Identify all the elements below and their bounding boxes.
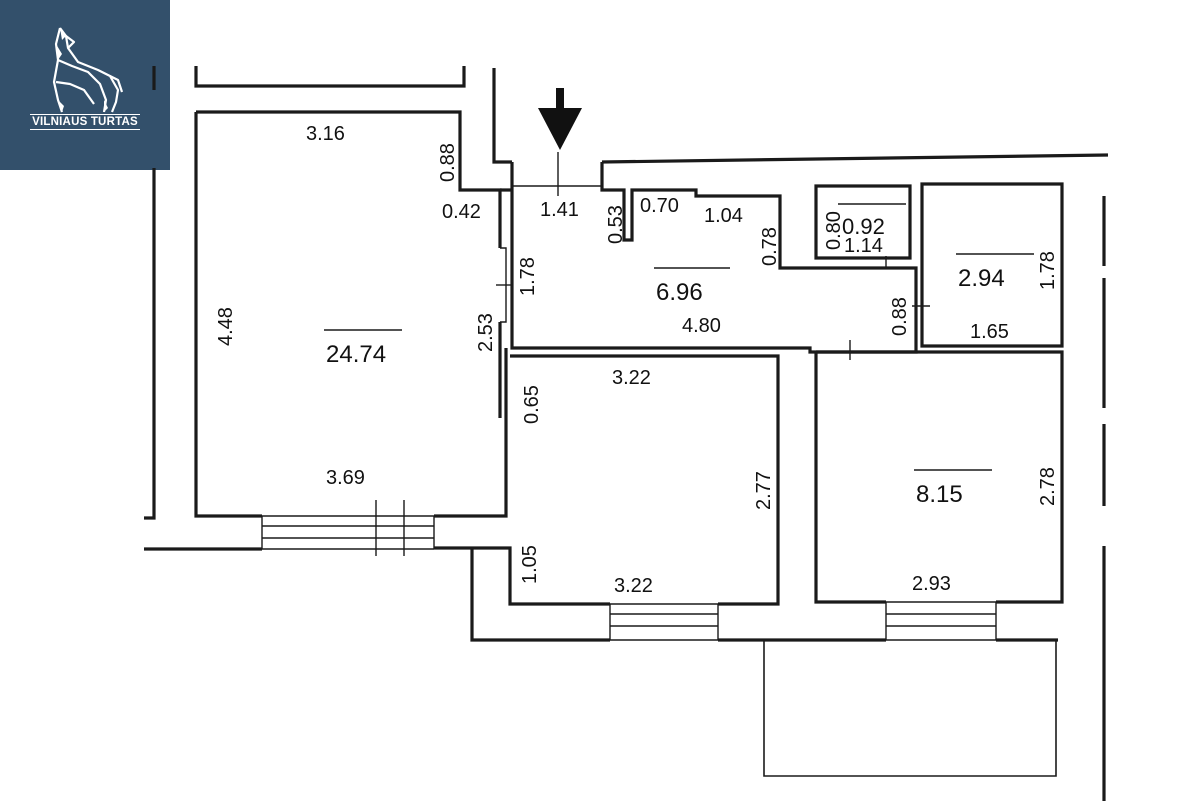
dim-hall-niche: 0.53 <box>605 205 627 244</box>
dim-kitchen-right: 2.77 <box>753 471 775 510</box>
area-bedroom: 8.15 <box>916 481 963 508</box>
area-labels: 24.74 6.96 0.92 2.94 8.15 <box>326 214 1005 508</box>
logo-vilniaus-turtas: VILNIAUS TURTAS <box>0 0 170 170</box>
logo-text: VILNIAUS TURTAS <box>30 114 140 130</box>
area-bathroom: 2.94 <box>958 265 1005 292</box>
dim-bath-width: 1.65 <box>970 321 1009 343</box>
dim-entrance: 1.41 <box>540 199 579 221</box>
dim-living-top: 3.16 <box>306 123 345 145</box>
room-bathroom-walls <box>920 182 1064 348</box>
dim-wc-width: 1.14 <box>844 235 883 257</box>
dim-living-left: 4.48 <box>215 307 237 346</box>
dim-hall-window: 1.78 <box>517 257 539 296</box>
room-living-walls <box>194 110 508 518</box>
dim-kitchen-top: 3.22 <box>612 367 651 389</box>
wolf-icon <box>52 27 124 113</box>
dim-living-lower: 0.65 <box>521 385 543 424</box>
area-living: 24.74 <box>326 341 386 368</box>
entrance-arrow-icon <box>538 88 582 150</box>
dim-hall-top: 1.04 <box>704 205 743 227</box>
dim-bedroom-bottom: 2.93 <box>912 573 951 595</box>
dim-hall-length: 4.80 <box>682 315 721 337</box>
dim-kitchen-bottom: 3.22 <box>614 575 653 597</box>
area-hallway: 6.96 <box>656 279 703 306</box>
dim-living-step-v: 0.88 <box>437 143 459 182</box>
context-walls <box>144 66 1109 801</box>
dim-hall-step: 0.70 <box>640 195 679 217</box>
dim-living-bottom: 3.69 <box>326 467 365 489</box>
windows <box>261 152 997 641</box>
room-wc-walls <box>814 184 912 260</box>
dim-kitchen-left: 1.05 <box>519 545 541 584</box>
dim-bath-height: 1.78 <box>1037 251 1059 290</box>
dim-bedroom-right: 2.78 <box>1037 467 1059 506</box>
dim-bath-door: 0.88 <box>889 297 911 336</box>
dim-wc-height: 0.80 <box>823 211 845 250</box>
area-underlines <box>324 203 1034 471</box>
dim-hall-corner: 0.78 <box>759 227 781 266</box>
dim-living-step-h: 0.42 <box>442 201 481 223</box>
area-wc: 0.92 <box>842 214 885 239</box>
room-bedroom-walls <box>814 350 1064 604</box>
dimension-labels: 3.16 0.88 0.42 4.48 1.78 2.53 0.65 3.69 … <box>215 123 1059 597</box>
dim-living-right: 2.53 <box>475 313 497 352</box>
room-kitchen-walls <box>434 354 1058 642</box>
